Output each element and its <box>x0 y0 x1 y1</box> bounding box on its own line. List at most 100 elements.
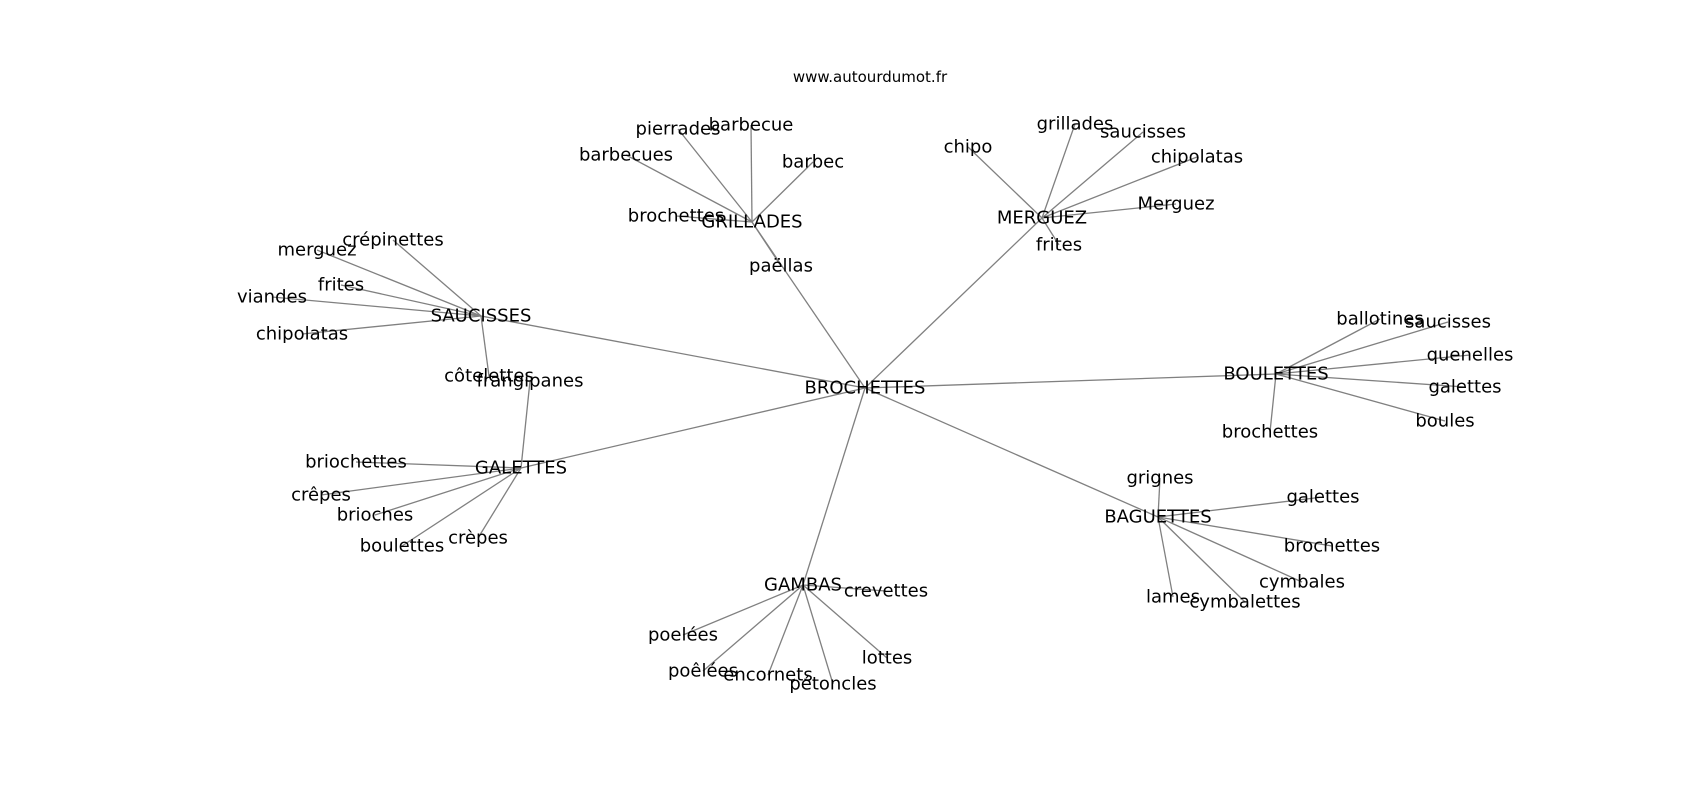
hub-node-label: GALETTES <box>475 458 567 479</box>
leaf-node-label: brochettes <box>1222 422 1318 443</box>
leaf-node-label: lottes <box>862 648 913 669</box>
edge-hub-leaf <box>802 584 887 592</box>
hub-node-label: GAMBAS <box>764 575 842 596</box>
leaf-node-label: barbecue <box>709 115 794 136</box>
edge-center-hub <box>802 387 866 586</box>
edge-center-hub <box>520 387 866 469</box>
edge-hub-leaf <box>1269 373 1277 433</box>
edge-hub-leaf <box>320 467 522 496</box>
edge-center-hub <box>480 315 866 389</box>
leaf-node-label: encornets <box>723 665 812 686</box>
edge-hub-leaf <box>301 315 482 335</box>
leaf-node-label: brochettes <box>1284 536 1380 557</box>
edge-hub-leaf <box>1041 217 1060 246</box>
leaf-node-label: poelées <box>648 625 718 646</box>
edge-hub-leaf <box>751 221 782 267</box>
leaf-node-label: côtelettes <box>444 366 534 387</box>
leaf-node-label: Merguez <box>1137 194 1214 215</box>
hub-node-label: BOULETTES <box>1223 364 1328 385</box>
edge-hub-leaf <box>767 584 804 676</box>
edge-hub-leaf <box>392 239 482 317</box>
leaf-node-label: cymbales <box>1259 572 1345 593</box>
leaf-node-label: frangipanes <box>477 371 584 392</box>
edge-hub-leaf <box>374 467 522 516</box>
leaf-node-label: barbecues <box>579 145 673 166</box>
leaf-node-label: brioches <box>337 505 414 526</box>
edge-hub-leaf <box>1041 131 1144 219</box>
leaf-node-label: lames <box>1146 587 1200 608</box>
leaf-node-label: crêpes <box>291 485 351 506</box>
edge-hub-leaf <box>1041 156 1198 219</box>
edge-hub-leaf <box>802 584 834 685</box>
leaf-node-label: chipolatas <box>1151 147 1243 168</box>
leaf-node-label: grillades <box>1037 114 1114 135</box>
edge-hub-leaf <box>1275 321 1449 375</box>
edge-hub-leaf <box>702 584 804 672</box>
edge-hub-leaf <box>316 249 482 317</box>
edge-hub-leaf <box>1157 516 1333 547</box>
edge-hub-leaf <box>1275 354 1471 375</box>
leaf-node-label: galettes <box>1428 377 1501 398</box>
leaf-node-label: grignes <box>1126 468 1193 489</box>
edge-hub-leaf <box>1157 496 1324 518</box>
edge-hub-leaf <box>340 284 482 317</box>
leaf-node-label: poêlées <box>668 661 738 682</box>
edge-hub-leaf <box>677 128 753 223</box>
leaf-node-label: briochettes <box>305 452 407 473</box>
leaf-node-label: barbec <box>782 152 844 173</box>
site-url: www.autourdumot.fr <box>793 68 948 86</box>
edge-center-hub <box>864 387 1159 518</box>
edge-center-hub <box>864 373 1277 389</box>
leaf-node-label: merguez <box>277 240 356 261</box>
leaf-node-label: ballotines <box>1336 309 1423 330</box>
edge-hub-leaf <box>802 584 888 659</box>
edge-hub-leaf <box>1275 373 1466 388</box>
edge-hub-leaf <box>675 215 753 223</box>
leaf-node-label: brochettes <box>628 206 724 227</box>
center-node-label: BROCHETTES <box>805 378 926 399</box>
edge-hub-leaf <box>625 154 753 223</box>
hub-node-label: MERGUEZ <box>997 208 1087 229</box>
edge-layer <box>271 123 1471 685</box>
edge-hub-leaf <box>1157 477 1161 518</box>
hub-node-label: GRILLADES <box>701 212 802 233</box>
leaf-node-label: chipo <box>944 137 993 158</box>
edge-hub-leaf <box>480 315 490 377</box>
leaf-node-label: boulettes <box>360 536 445 557</box>
edge-hub-leaf <box>967 146 1043 219</box>
leaf-node-label: frites <box>1036 235 1082 256</box>
edge-hub-leaf <box>271 296 482 317</box>
leaf-node-label: saucisses <box>1100 122 1186 143</box>
leaf-node-label: pierrades <box>636 119 721 140</box>
edge-hub-leaf <box>401 467 522 547</box>
edge-hub-leaf <box>751 161 814 223</box>
leaf-node-label: quenelles <box>1427 345 1514 366</box>
leaf-node-label: viandes <box>237 287 307 308</box>
leaf-node-label: crépinettes <box>342 230 443 251</box>
edge-hub-leaf <box>477 467 522 539</box>
edge-hub-leaf <box>1157 516 1246 603</box>
edge-hub-leaf <box>1041 203 1177 219</box>
leaf-node-label: pétoncles <box>789 674 876 695</box>
leaf-node-label: chipolatas <box>256 324 348 345</box>
edge-hub-leaf <box>1275 373 1446 422</box>
edge-hub-leaf <box>1157 516 1174 598</box>
leaf-node-label: crevettes <box>844 581 928 602</box>
leaf-node-label: cymbalettes <box>1189 592 1300 613</box>
leaf-node-label: paëllas <box>749 256 813 277</box>
hub-node-label: SAUCISSES <box>431 306 532 327</box>
edge-hub-leaf <box>520 380 531 469</box>
edge-hub-leaf <box>1157 516 1303 583</box>
leaf-node-label: boules <box>1415 411 1474 432</box>
edge-hub-leaf <box>682 584 804 636</box>
leaf-node-label: frites <box>318 275 364 296</box>
leaf-node-label: crèpes <box>448 528 508 549</box>
edge-center-hub <box>864 217 1043 389</box>
edge-hub-leaf <box>750 124 753 223</box>
leaf-node-label: saucisses <box>1405 312 1491 333</box>
leaf-node-label: galettes <box>1286 487 1359 508</box>
edge-hub-leaf <box>1041 123 1076 219</box>
edge-hub-leaf <box>355 461 522 469</box>
